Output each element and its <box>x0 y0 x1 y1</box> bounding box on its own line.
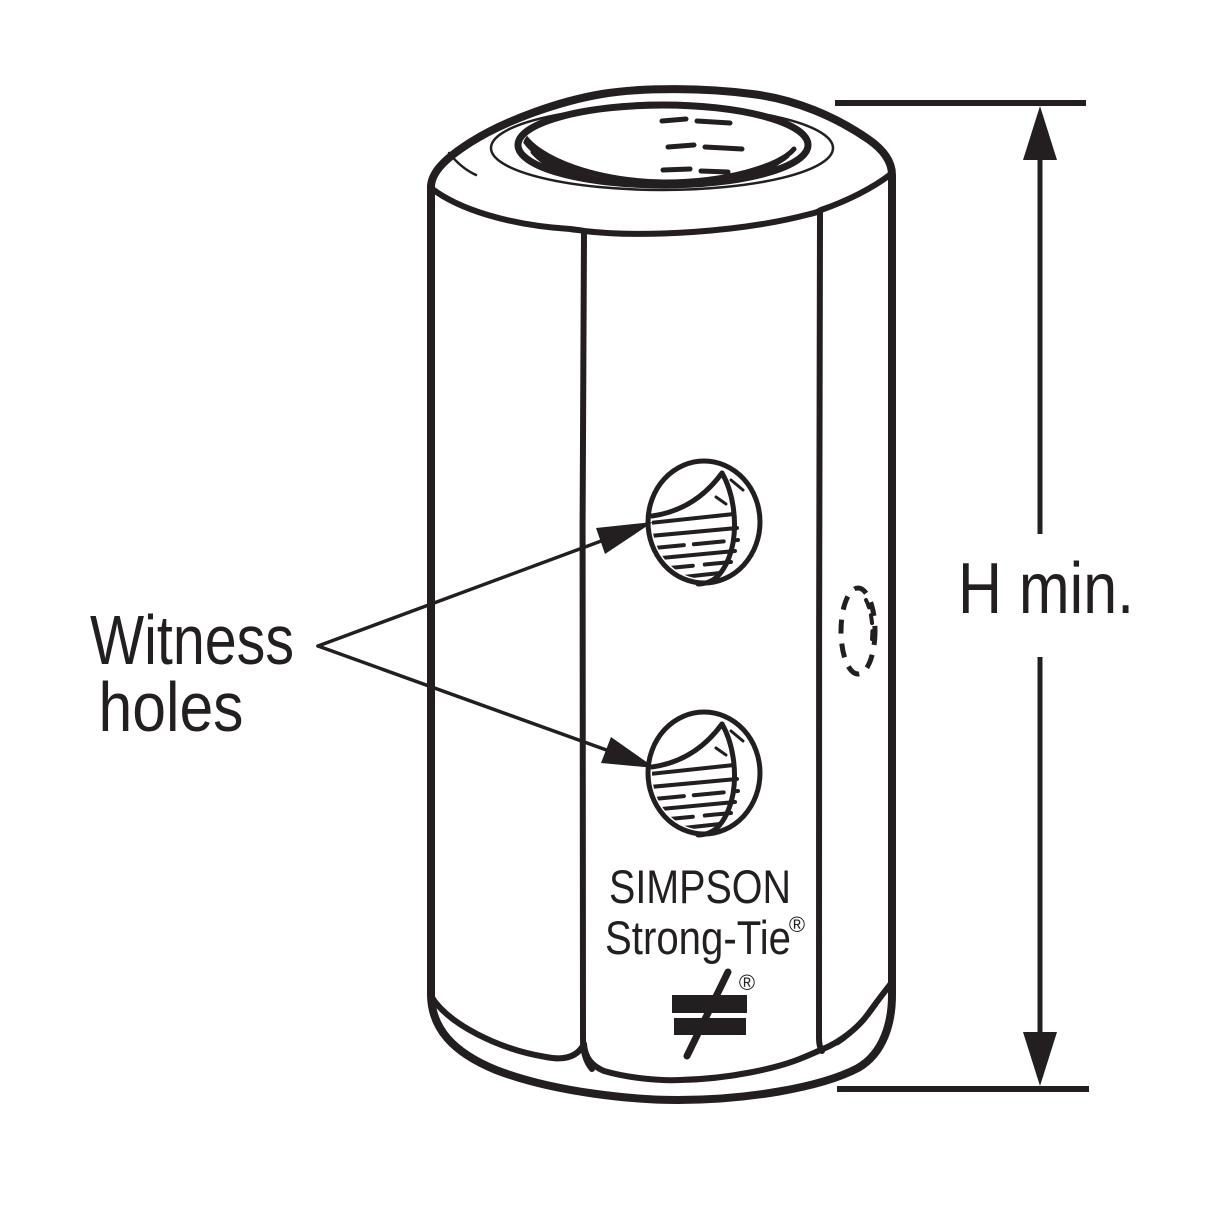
witness-hole-lower-bore-top <box>649 721 725 770</box>
bottom-right-chamfer-line <box>836 996 883 1046</box>
bottom-facet-edges <box>428 979 895 1084</box>
leader-line-upper <box>316 535 614 648</box>
facet-edge-left <box>579 230 595 1072</box>
top-hole-rim <box>514 101 812 189</box>
facet-edge-right <box>816 210 825 1054</box>
witness-label-line2: holes <box>99 668 244 746</box>
witness-leader-arrows <box>316 522 655 768</box>
brand-line1: SIMPSON <box>609 860 791 913</box>
top-thread-hole <box>489 101 835 192</box>
witness-label-line1: Witness <box>90 601 294 679</box>
height-dimension: H min. <box>835 100 1134 1092</box>
witness-hole-lower-ticks <box>714 729 745 757</box>
top-left-chamfer-line <box>447 151 478 177</box>
witness-holes-callout: Witness holes <box>90 522 655 768</box>
down-arrowhead-icon <box>1023 1032 1057 1086</box>
logo-bar-bottom <box>674 1018 746 1035</box>
logo-slash <box>683 968 732 1060</box>
witness-hole-upper-ticks <box>714 478 745 506</box>
leader-arrowhead-upper-icon <box>596 522 653 554</box>
witness-hole-upper-bore-top <box>649 470 725 519</box>
coupler-body <box>427 85 896 1104</box>
logo-registered-mark: ® <box>739 970 755 995</box>
leader-arrowhead-lower-icon <box>601 737 655 768</box>
brand-marking: SIMPSON Strong-Tie ® ® <box>605 860 805 1060</box>
hidden-witness-hole-inner-arc <box>864 598 875 648</box>
height-dimension-label: H min. <box>958 549 1134 629</box>
brand-registered-mark: ® <box>789 912 805 937</box>
body-silhouette <box>427 85 896 1104</box>
leader-line-lower <box>316 644 614 754</box>
up-arrowhead-icon <box>1023 106 1057 160</box>
top-face-edge <box>428 171 894 237</box>
witness-hole-lower-highlight <box>652 720 722 767</box>
hidden-witness-hole <box>838 585 878 677</box>
not-equal-logo: ® <box>672 968 755 1060</box>
witness-hole-upper <box>645 458 763 587</box>
hidden-witness-hole-outline <box>838 585 878 677</box>
brand-line2: Strong-Tie <box>605 911 791 964</box>
witness-hole-lower <box>645 709 763 838</box>
witness-hole-upper-highlight <box>652 469 722 516</box>
